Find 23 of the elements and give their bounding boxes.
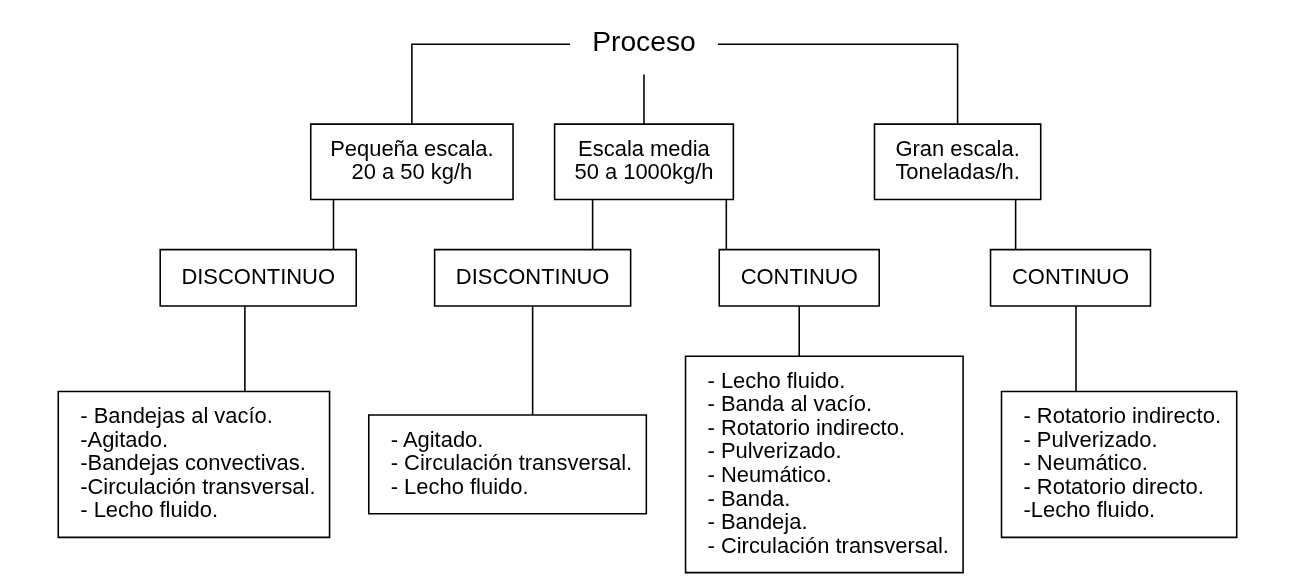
connector: [1074, 305, 1077, 393]
node-box: CONTINUO: [717, 248, 880, 307]
node-box: - Agitado. - Circulación transversal. - Lecho fluido.: [367, 414, 647, 515]
connector: [716, 43, 958, 125]
connector: [642, 73, 645, 125]
connector: [725, 199, 727, 251]
connector: [1014, 199, 1016, 251]
node-box: Gran escala. Toneladas/h.: [873, 123, 1041, 201]
node-box: Escala media 50 a 1000kg/h: [553, 123, 734, 201]
node-box: - Rotatorio indirecto. - Pulverizado. - Neumático. - Rotatorio directo. -Lecho fluido.: [1000, 390, 1237, 539]
connector: [243, 305, 246, 393]
node-box: DISCONTINUO: [433, 248, 631, 307]
node-text: Proceso: [591, 25, 696, 58]
node-box: Pequeña escala. 20 a 50 kg/h: [309, 123, 514, 201]
node-box: CONTINUO: [989, 248, 1151, 307]
connector: [797, 305, 800, 357]
connector: [410, 43, 571, 125]
node-box: - Bandejas al vacío. -Agitado. -Bandejas convectivas. -Circulación transversal. - Lecho fluido.: [57, 390, 330, 539]
node-box: DISCONTINUO: [158, 248, 357, 307]
node-box: - Lecho fluido. - Banda al vacío. - Rotatorio indirecto. - Pulverizado. - Neumático. - Banda. - Bandeja. - Circulación transversal.: [684, 355, 964, 574]
connector: [591, 199, 593, 251]
connector: [332, 199, 334, 251]
connector: [531, 305, 533, 416]
